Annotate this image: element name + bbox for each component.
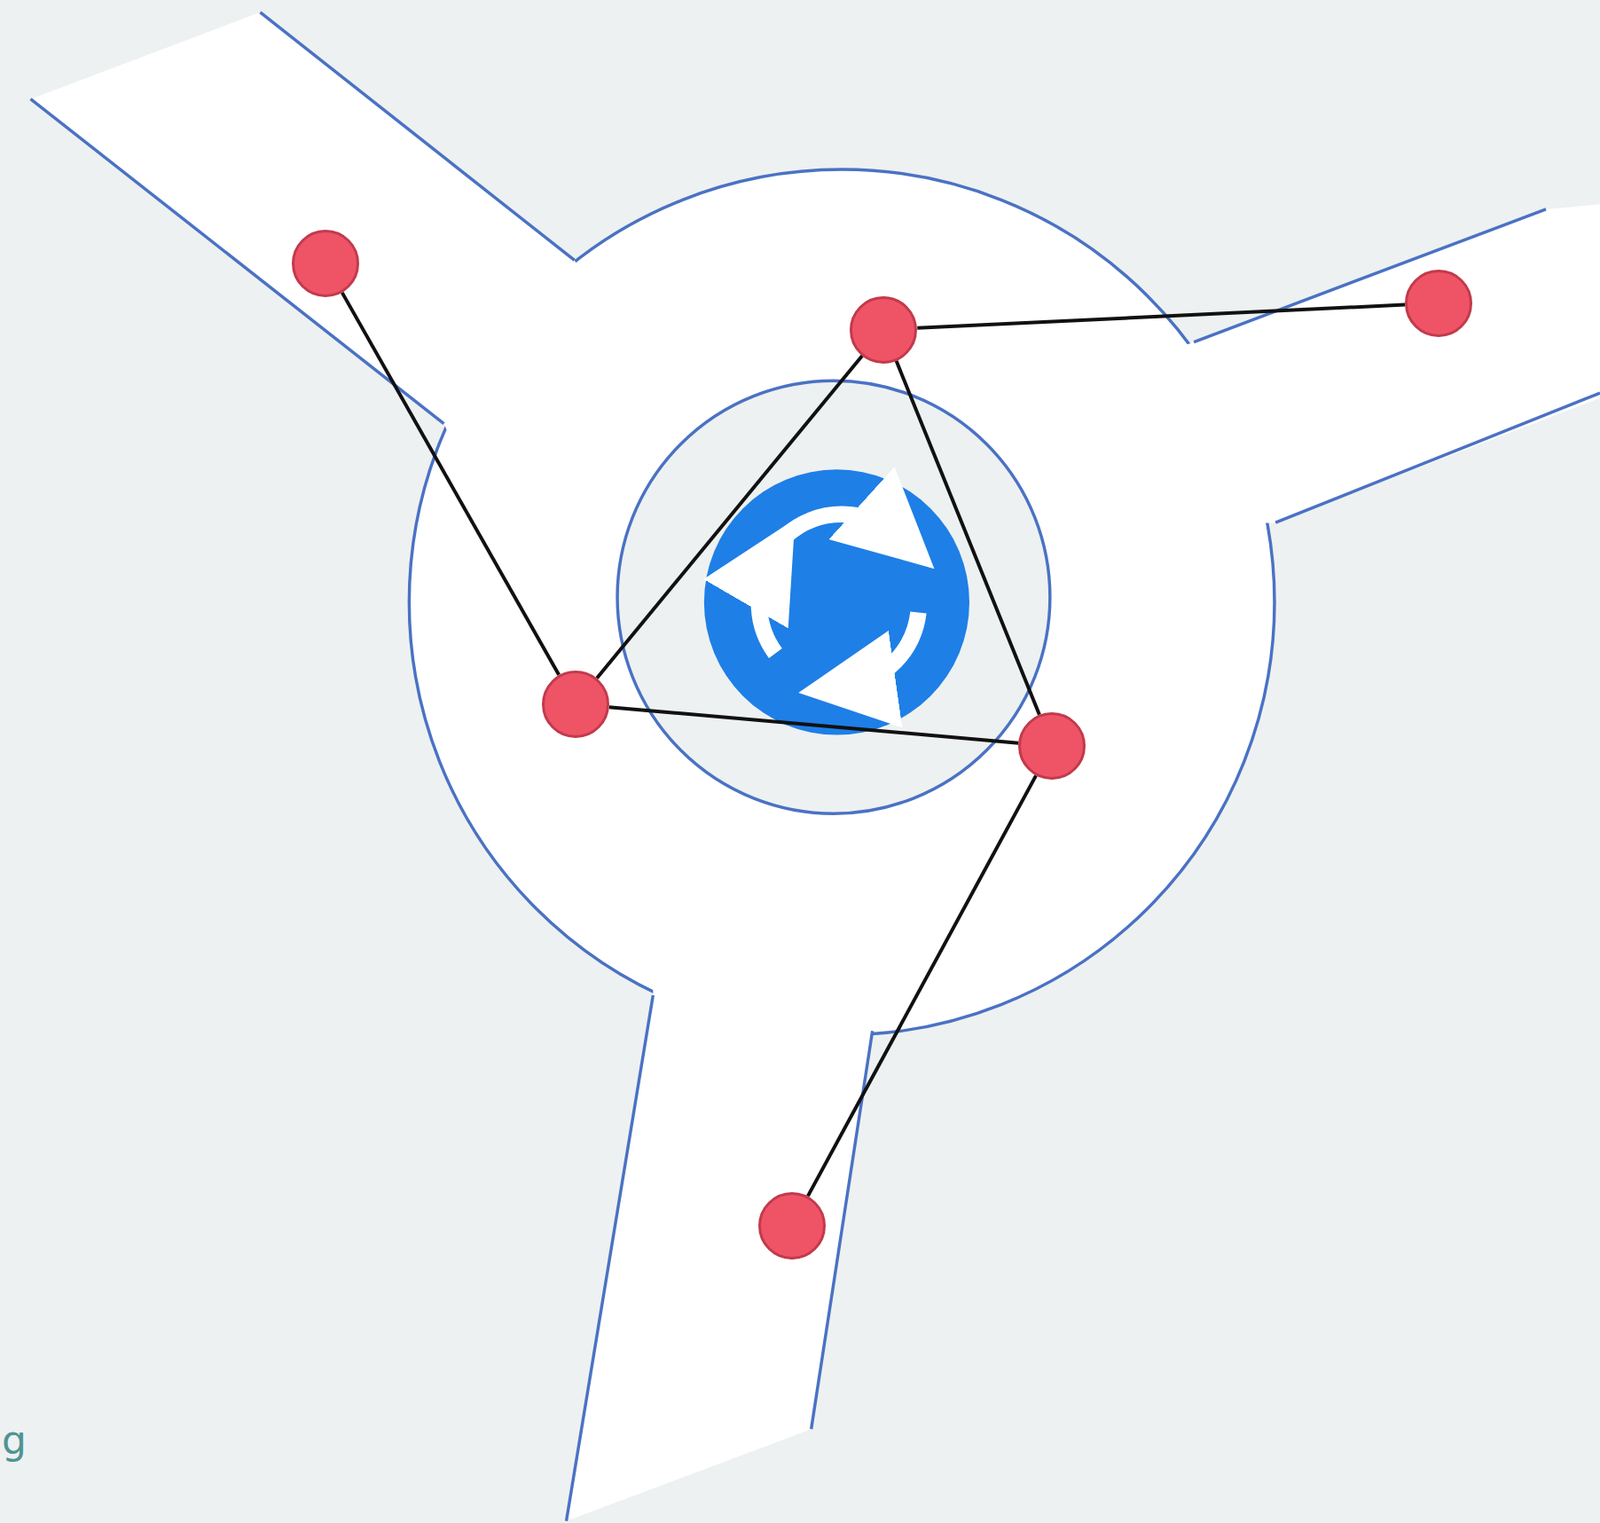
graph-edge [609,706,1020,744]
road-edges [31,12,1600,1522]
graph-node [1404,269,1473,338]
graph-node [849,296,918,364]
graph-edge [596,355,863,679]
graph-edge [917,305,1405,329]
graph-node [1018,712,1086,780]
road-east [1020,203,1600,531]
graph-edge [807,775,1036,1196]
graph-node [541,670,610,738]
graph-node [758,1192,826,1260]
roundabout-sign [704,469,970,735]
graph-edge [896,360,1040,715]
sign-arrows [759,514,919,687]
road-south [566,776,879,1522]
road-northwest [31,12,736,573]
watermark-fragment: g [1,1420,27,1460]
graph-node [291,229,360,298]
roundabout-island [617,380,1051,814]
graph-edge [342,292,559,675]
